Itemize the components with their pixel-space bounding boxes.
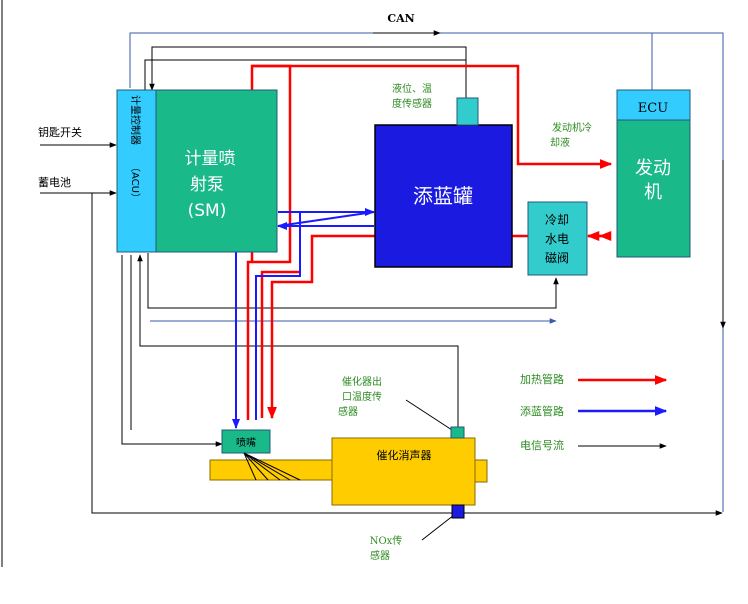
engine-label-1: 发动 — [635, 158, 671, 179]
valve-label-2: 水电 — [545, 232, 569, 246]
acu-label-bottom: （ACU） — [129, 162, 141, 203]
valve-control — [147, 253, 559, 309]
coolant-label-1: 发动机冷 — [552, 121, 592, 134]
cat-temp-label-2: 口温度传 — [342, 390, 382, 403]
nox-label-1: NOx传 — [370, 535, 403, 547]
cat-temp-leader — [405, 399, 453, 431]
nozzle-box — [221, 429, 271, 454]
adblue-lines — [232, 208, 375, 429]
coil-to-nozzle — [267, 234, 413, 420]
cat-temp-sensor — [450, 426, 465, 439]
cat-temp-label-3: 感器 — [338, 405, 358, 418]
ecu-box — [616, 89, 691, 121]
tank-to-pump-1 — [277, 211, 375, 227]
pump-label-3: (SM) — [188, 201, 227, 221]
spray-lines — [243, 452, 301, 481]
sensor-signal — [149, 46, 467, 98]
return-line — [255, 212, 301, 420]
exhaust-pipe-out — [474, 459, 488, 483]
nozzle-label: 喷嘴 — [236, 437, 256, 449]
nox-label-2: 感器 — [370, 549, 390, 562]
tank-label: 添蓝罐 — [413, 184, 473, 208]
heat-return — [260, 270, 300, 418]
signal-lines — [40, 30, 726, 541]
legend-heating-label: 加热管路 — [520, 372, 564, 386]
legend-signal-label: 电信号流 — [520, 438, 564, 452]
legend-adblue-label: 添蓝管路 — [520, 404, 564, 418]
coolant-label-2: 却液 — [550, 136, 570, 149]
exhaust-pipe-in — [209, 459, 333, 481]
nox-leader — [421, 514, 455, 541]
tank-sensor-label-2: 度传感器 — [392, 97, 432, 110]
cat-temp-signal — [137, 254, 459, 427]
tank-box — [374, 124, 513, 268]
heat-loop-left — [246, 64, 292, 420]
pump-label-2: 射泵 — [190, 175, 224, 195]
tank-sensor — [456, 97, 479, 126]
catalyst-box — [331, 437, 476, 506]
ecu-label: ECU — [638, 101, 668, 116]
pump-box — [155, 89, 278, 253]
can-label: CAN — [387, 12, 414, 25]
engine-box — [616, 119, 691, 258]
pump-label-1: 计量喷 — [185, 149, 236, 169]
valve-box — [527, 201, 588, 276]
sensor-signal-2 — [144, 59, 466, 90]
cat-temp-label-1: 催化器出 — [342, 375, 382, 388]
valve-label-1: 冷却 — [545, 213, 569, 227]
nozzle-control — [121, 255, 223, 447]
battery-label: 蓄电池 — [38, 176, 71, 189]
catalyst-label: 催化消声器 — [377, 448, 432, 462]
engine-label-2: 机 — [644, 182, 662, 203]
valve-label-3: 磁阀 — [545, 250, 569, 265]
key-switch-label: 钥匙开关 — [38, 125, 82, 139]
nox-sensor — [451, 504, 465, 519]
battery-return — [91, 193, 723, 516]
legend — [578, 375, 668, 449]
acu-label-top: 计量控制器 — [129, 95, 142, 145]
tank-sensor-label-1: 液位、温 — [392, 82, 432, 95]
